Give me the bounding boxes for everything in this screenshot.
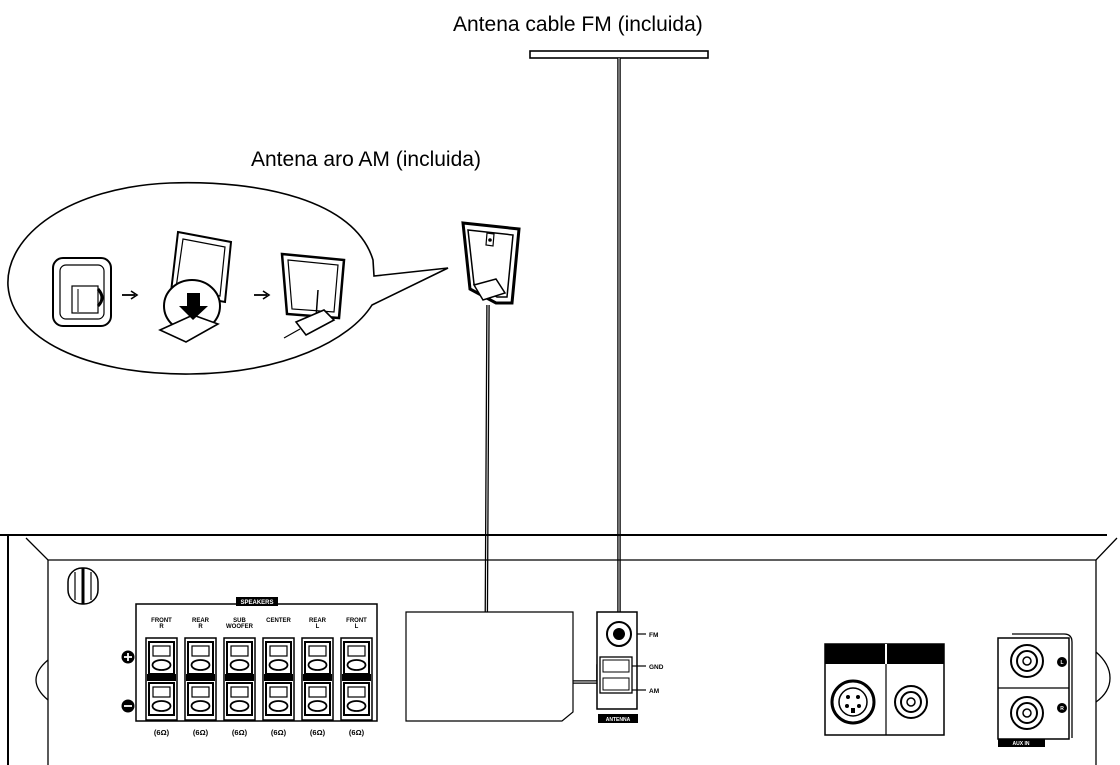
assembly-step-3 [280, 252, 346, 339]
speaker-terminal-block: SPEAKERS FRONTR(6Ω)REARR(6Ω)SUBWOOFER(6Ω… [121, 597, 378, 737]
aux-right-jack[interactable] [1010, 696, 1044, 730]
wire-hole [190, 700, 211, 712]
speaker-terminal-3: CENTER (6Ω) [262, 618, 295, 737]
wire-hole [229, 659, 250, 671]
clip-lever [230, 645, 249, 657]
speaker-channel-name: CENTER [266, 618, 291, 624]
speaker-impedance: (6Ω) [310, 728, 326, 737]
assembly-step-1 [52, 257, 112, 327]
video-output-block [824, 643, 945, 736]
assembly-step-2 [158, 230, 233, 343]
wire-hole [190, 659, 211, 671]
terminal-divider [225, 674, 254, 681]
cable-clip [67, 567, 99, 605]
speaker-channel-name: REAR [309, 618, 327, 624]
gnd-terminal-label: GND [649, 664, 664, 671]
speaker-channel-side: WOOFER [226, 624, 254, 630]
clip-lever [191, 686, 210, 698]
terminal-divider [186, 674, 215, 681]
wire-hole [307, 659, 328, 671]
terminal-divider [147, 674, 176, 681]
aux-left-jack[interactable] [1010, 644, 1044, 678]
wire-hole [229, 700, 250, 712]
terminal-divider [342, 674, 371, 681]
fm-antenna-label: Antena cable FM (incluida) [453, 13, 703, 36]
blank-plate [405, 611, 574, 722]
wire-hole [268, 700, 289, 712]
speaker-channel-side: L [355, 624, 359, 630]
clip-lever [347, 645, 366, 657]
minus-icon [121, 699, 135, 713]
clip-lever [152, 686, 171, 698]
speaker-channel-side: R [198, 624, 203, 630]
wire-hole [307, 700, 328, 712]
speaker-channel-name: FRONT [346, 618, 367, 624]
clip-lever [152, 645, 171, 657]
speaker-channel-side: L [316, 624, 320, 630]
assembly-callout [7, 181, 449, 375]
aux-right-label: R [1060, 706, 1064, 712]
fm-terminal-label: FM [649, 632, 658, 639]
clip-lever [191, 645, 210, 657]
speaker-impedance: (6Ω) [349, 728, 365, 737]
arrow-icon [122, 290, 139, 300]
speaker-impedance: (6Ω) [271, 728, 287, 737]
receiver-back-panel [0, 534, 1118, 765]
wire-hole [151, 659, 172, 671]
terminal-divider [303, 674, 332, 681]
s-video-jack[interactable] [830, 679, 876, 725]
wire-hole [268, 659, 289, 671]
aux-in-title: AUX IN [1013, 741, 1030, 747]
clip-lever [269, 645, 288, 657]
clip-lever [308, 645, 327, 657]
speaker-channel-name: FRONT [151, 618, 172, 624]
speaker-impedance: (6Ω) [193, 728, 209, 737]
speaker-channel-name: REAR [192, 618, 210, 624]
speaker-channel-name: SUB [233, 618, 246, 624]
antenna-title: ANTENNA [606, 717, 631, 723]
speakers-title: SPEAKERS [240, 600, 273, 606]
terminal-divider [264, 674, 293, 681]
speaker-impedance: (6Ω) [154, 728, 170, 737]
aux-left-label: L [1060, 660, 1063, 666]
clip-lever [269, 686, 288, 698]
gnd-am-clamp[interactable] [599, 656, 633, 694]
wire-hole [346, 659, 367, 671]
plus-icon [121, 650, 135, 664]
aux-in-block: L R AUX IN [997, 633, 1073, 747]
video-jack[interactable] [894, 685, 928, 719]
clip-lever [347, 686, 366, 698]
clip-lever [230, 686, 249, 698]
am-antenna-label: Antena aro AM (incluida) [251, 148, 481, 171]
wire-hole [151, 700, 172, 712]
antenna-terminal-block: FM GND AM ANTENNA [596, 611, 664, 723]
fm-antenna [529, 50, 709, 634]
clip-lever [308, 686, 327, 698]
wire-hole [346, 700, 367, 712]
am-terminal-label: AM [649, 688, 659, 695]
speaker-impedance: (6Ω) [232, 728, 248, 737]
speaker-channel-side: R [159, 624, 164, 630]
arrow-icon [254, 290, 271, 300]
